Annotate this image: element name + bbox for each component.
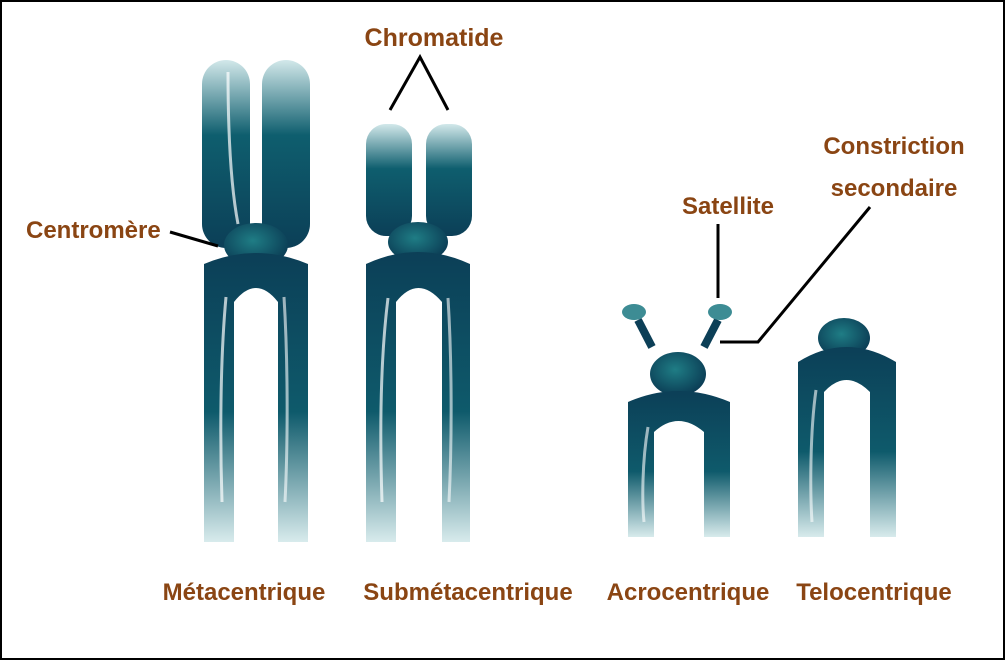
chromatide-leader <box>390 57 448 110</box>
submetacentric-chromosome <box>366 124 472 542</box>
metacentric-chromosome <box>202 60 310 542</box>
satellite-label: Satellite <box>682 193 774 220</box>
type-label-telocentric: Telocentrique <box>796 579 952 606</box>
acrocentric-chromosome <box>622 304 732 537</box>
telocentric-chromosome <box>798 318 896 537</box>
constriction-label-line2: secondaire <box>831 175 958 202</box>
centromere-label: Centromère <box>26 217 161 244</box>
type-label-acrocentric: Acrocentrique <box>607 579 770 606</box>
constriction-label-line1: Constriction <box>823 133 964 160</box>
type-label-metacentric: Métacentrique <box>163 579 326 606</box>
chromatide-label: Chromatide <box>365 24 504 52</box>
type-label-submetacentric: Submétacentrique <box>363 579 572 606</box>
